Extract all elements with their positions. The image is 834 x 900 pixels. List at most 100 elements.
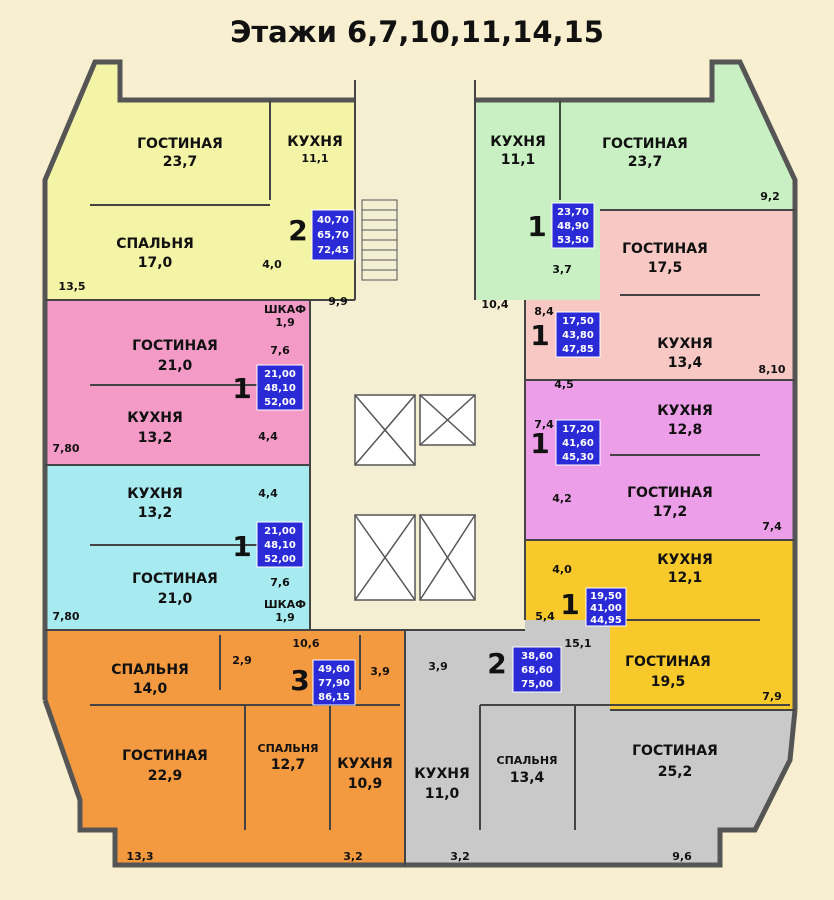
cyan-kitchen-area: 13,2 [138, 505, 173, 521]
orange-bath-area: 2,9 [232, 654, 252, 667]
svg-text:38,60: 38,60 [521, 651, 553, 662]
cyan-hall-area: 7,6 [270, 576, 290, 589]
green-hall-area: 10,4 [481, 298, 508, 311]
cyan-living-label: ГОСТИНАЯ [132, 571, 218, 587]
svg-text:52,00: 52,00 [264, 554, 296, 565]
gray-kitchen-area: 11,0 [425, 786, 460, 802]
salmon-balcony-area: 8,10 [758, 363, 785, 376]
svg-text:17,20: 17,20 [562, 424, 594, 435]
cyan-closet-area: 1,9 [275, 611, 295, 624]
central-corridor [310, 300, 525, 630]
yellow-living-area: 23,7 [163, 154, 198, 170]
svg-text:45,30: 45,30 [562, 452, 594, 463]
green-bath-area: 3,7 [552, 263, 572, 276]
svg-text:86,15: 86,15 [318, 692, 350, 703]
green-rooms-count: 1 [527, 210, 546, 243]
yellow-bath-area: 4,0 [262, 258, 282, 271]
salmon-kitchen-area: 13,4 [668, 355, 703, 371]
gray-bedroom-label: СПАЛЬНЯ [497, 754, 558, 767]
svg-text:53,50: 53,50 [557, 235, 589, 246]
yellow-kitchen-label: КУХНЯ [287, 134, 343, 150]
yellow-kitchen-area: 11,1 [301, 152, 328, 165]
gray-kitchen-label: КУХНЯ [414, 766, 470, 782]
magenta-hall-area: 7,4 [534, 418, 554, 431]
svg-text:21,00: 21,00 [264, 526, 296, 537]
yellow-bedroom-area: 17,0 [138, 255, 173, 271]
green-badge: 23,70 48,90 53,50 [551, 202, 595, 249]
apartment-yellow[interactable] [45, 62, 355, 300]
gray-balcony1-area: 3,2 [450, 850, 470, 863]
orange-rooms-count: 3 [290, 664, 309, 697]
cyan-badge: 21,00 48,10 52,00 [256, 521, 304, 568]
salmon-kitchen-label: КУХНЯ [657, 336, 713, 352]
gold-balcony-area: 7,9 [762, 690, 782, 703]
svg-text:75,00: 75,00 [521, 679, 553, 690]
magenta-kitchen-label: КУХНЯ [657, 403, 713, 419]
svg-text:48,90: 48,90 [557, 221, 589, 232]
svg-text:48,10: 48,10 [264, 383, 296, 394]
yellow-balcony-area: 13,5 [58, 280, 85, 293]
plan-title: Этажи 6,7,10,11,14,15 [230, 15, 604, 49]
gold-corridor-area: 15,1 [564, 637, 591, 650]
svg-text:47,85: 47,85 [562, 344, 594, 355]
pink-badge: 21,00 48,10 52,00 [256, 364, 304, 411]
svg-text:72,45: 72,45 [317, 245, 349, 256]
green-living-area: 23,7 [628, 154, 663, 170]
gold-living-area: 19,5 [651, 674, 686, 690]
stairs [361, 199, 398, 281]
pink-balcony-area: 7,80 [52, 442, 79, 455]
magenta-living-area: 17,2 [653, 504, 688, 520]
svg-text:49,60: 49,60 [318, 664, 350, 675]
pink-living-label: ГОСТИНАЯ [132, 338, 218, 354]
orange-bedroom2-area: 12,7 [271, 757, 306, 773]
svg-text:68,60: 68,60 [521, 665, 553, 676]
orange-bedroom1-label: СПАЛЬНЯ [111, 662, 189, 678]
salmon-bath-area: 4,5 [554, 378, 574, 391]
svg-text:23,70: 23,70 [557, 207, 589, 218]
svg-text:40,70: 40,70 [317, 215, 349, 226]
magenta-living-label: ГОСТИНАЯ [627, 485, 713, 501]
gold-kitchen-area: 12,1 [668, 570, 703, 586]
green-living-label: ГОСТИНАЯ [602, 136, 688, 152]
apartment-gold[interactable] [525, 540, 795, 710]
orange-living-label: ГОСТИНАЯ [122, 748, 208, 764]
svg-text:41,60: 41,60 [562, 438, 594, 449]
svg-text:43,80: 43,80 [562, 330, 594, 341]
gray-living-label: ГОСТИНАЯ [632, 743, 718, 759]
apartment-pink[interactable] [45, 300, 310, 465]
stairwell [355, 80, 475, 300]
cyan-bath-area: 4,4 [258, 487, 278, 500]
orange-bedroom1-area: 14,0 [133, 681, 168, 697]
magenta-rooms-count: 1 [530, 427, 549, 460]
svg-text:17,50: 17,50 [562, 316, 594, 327]
cyan-rooms-count: 1 [232, 530, 251, 563]
yellow-rooms-count: 2 [288, 214, 307, 247]
orange-badge: 49,60 77,90 86,15 [312, 659, 356, 706]
green-kitchen-label: КУХНЯ [490, 134, 546, 150]
gray-balcony2-area: 9,6 [672, 850, 692, 863]
gray-bedroom-area: 13,4 [510, 770, 545, 786]
yellow-bedroom-label: СПАЛЬНЯ [116, 236, 194, 252]
magenta-badge: 17,20 41,60 45,30 [555, 419, 601, 466]
svg-text:52,00: 52,00 [264, 397, 296, 408]
pink-bath-area: 4,4 [258, 430, 278, 443]
gray-bath-area: 3,9 [428, 660, 448, 673]
gold-badge: 19,50 41,00 44,95 [585, 587, 627, 627]
apartment-gray[interactable] [405, 620, 795, 865]
yellow-living-label: ГОСТИНАЯ [137, 136, 223, 152]
orange-kitchen-area: 10,9 [348, 776, 383, 792]
svg-text:41,00: 41,00 [590, 603, 622, 614]
svg-text:44,95: 44,95 [590, 615, 622, 626]
svg-text:65,70: 65,70 [317, 230, 349, 241]
yellow-badge: 40,70 65,70 72,45 [311, 209, 355, 261]
pink-closet-area: 1,9 [275, 316, 295, 329]
orange-hall-area: 10,6 [292, 637, 319, 650]
pink-closet-label: ШКАФ [264, 303, 306, 316]
orange-kitchen-label: КУХНЯ [337, 756, 393, 772]
apartment-cyan[interactable] [45, 465, 310, 630]
salmon-living-area: 17,5 [648, 260, 683, 276]
svg-text:48,10: 48,10 [264, 540, 296, 551]
svg-text:77,90: 77,90 [318, 678, 350, 689]
pink-kitchen-area: 13,2 [138, 430, 173, 446]
svg-text:19,50: 19,50 [590, 591, 622, 602]
